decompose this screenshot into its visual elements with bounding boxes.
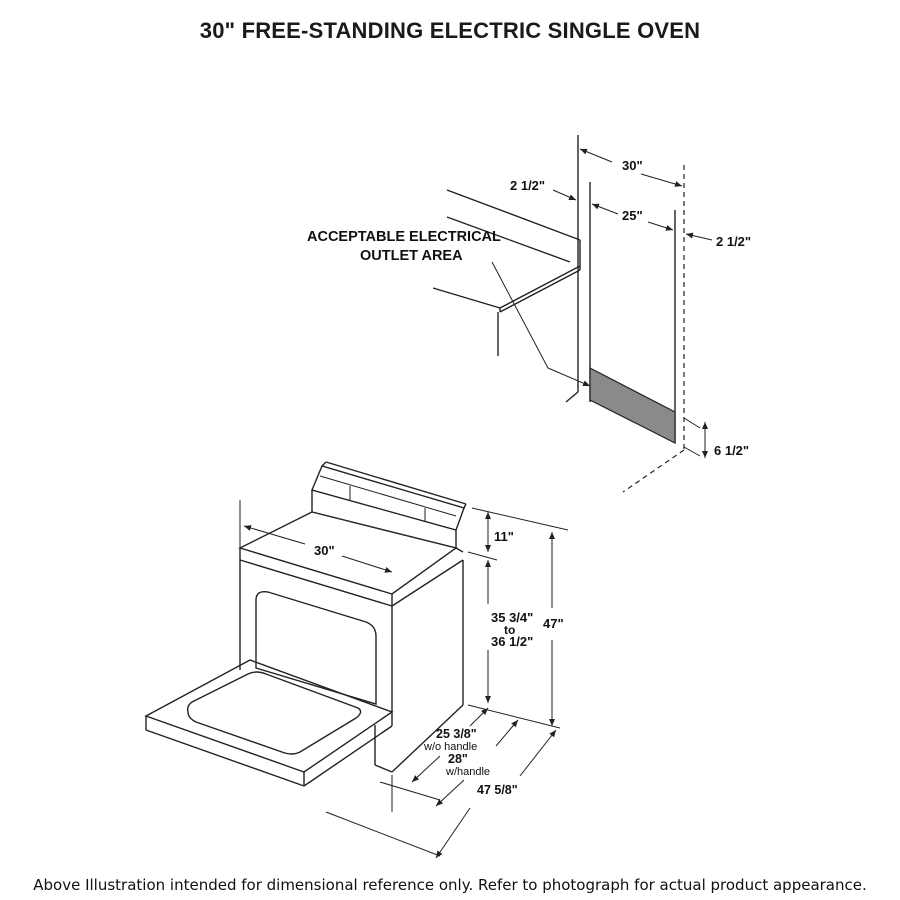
dim-depth-handle-note: w/handle (445, 766, 490, 778)
dim-cooktop-height-line1: 35 3/4" (491, 610, 533, 625)
outlet-callout-line2: OUTLET AREA (360, 248, 463, 264)
dim-cooktop-height-line3: 36 1/2" (491, 634, 533, 649)
dim-oven-width: 30" (314, 543, 335, 558)
dim-cooktop-height-line2: to (504, 623, 515, 637)
dim-depth-no-handle-note: w/o handle (423, 741, 477, 753)
dim-left-offset: 2 1/2" (510, 178, 545, 193)
oven-door-inner-panel (186, 671, 362, 755)
dim-outlet-width: 25" (622, 208, 643, 223)
outlet-diagram: 30" 25" 2 1/2" 2 1/2" 6 1/2" ACCEPTABLE … (307, 135, 751, 493)
callout-leader (491, 261, 549, 369)
dim-depth-handle: 28" (448, 752, 468, 766)
oven-backguard (311, 461, 467, 548)
dim-right-offset: 2 1/2" (716, 234, 751, 249)
dim-backguard-height: 11" (494, 529, 514, 544)
disclaimer-footnote: Above Illustration intended for dimensio… (33, 876, 867, 894)
oven-diagram: 30" 11" 35 3/4" to 36 1/2" 47" 25 3/8" w… (144, 461, 569, 859)
dim-depth-door-open: 47 5/8" (477, 783, 518, 797)
outlet-area (589, 367, 676, 444)
dim-total-height: 47" (543, 616, 564, 631)
oven-cooktop (238, 511, 464, 606)
oven-window (255, 590, 377, 705)
cabinet-opening (565, 135, 701, 493)
dim-outlet-height: 6 1/2" (714, 443, 749, 458)
oven-door-open (144, 659, 394, 787)
dim-cabinet-width: 30" (622, 158, 643, 173)
dim-depth-no-handle: 25 3/8" (436, 727, 477, 741)
page-title: 30" FREE-STANDING ELECTRIC SINGLE OVEN (199, 18, 701, 43)
oven-body (239, 559, 464, 773)
outlet-callout-line1: ACCEPTABLE ELECTRICAL (307, 229, 501, 245)
countertop (432, 189, 581, 356)
